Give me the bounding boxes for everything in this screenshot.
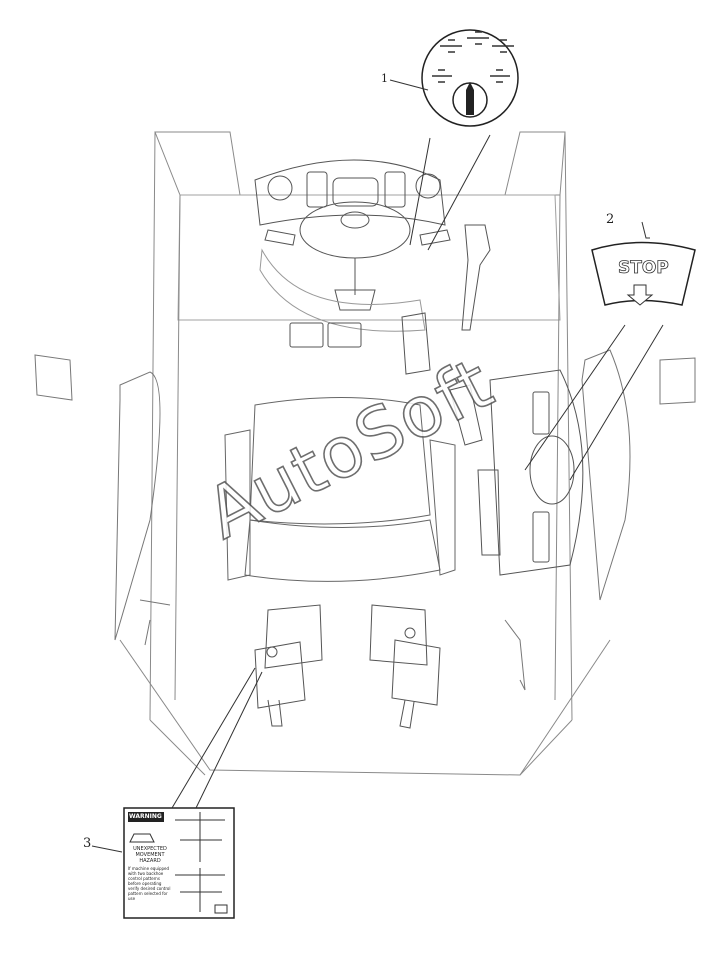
right-console [449, 369, 584, 576]
stop-decal-label: STOP [618, 258, 670, 279]
warning-decal-small-line: before operating [128, 881, 162, 886]
warning-decal-line: HAZARD [139, 858, 161, 864]
warning-decal-line: MOVEMENT [135, 852, 165, 858]
selector-switch-decal [389, 29, 519, 251]
warning-decal-small-line: with two backhoe [128, 871, 164, 876]
left-joystick [254, 604, 323, 727]
pedals [289, 224, 491, 375]
steering-wheel [259, 201, 451, 332]
warning-decal-instructions: If machine equipped with two backhoe con… [128, 866, 172, 901]
callout-number-1: 1 [381, 72, 388, 85]
side-panels [34, 349, 696, 641]
warning-decal-title: UNEXPECTED MOVEMENT HAZARD [128, 846, 172, 864]
warning-decal-line: UNEXPECTED [133, 846, 167, 852]
right-joystick [369, 604, 441, 729]
warning-decal-small-line: verify desired control [128, 886, 171, 891]
callout-number-3: 3 [83, 836, 92, 851]
warning-decal-small-line: pattern selected for [128, 891, 168, 896]
cab-frame [119, 131, 611, 776]
floor-levers [139, 599, 526, 691]
warning-decal-small-line: If machine equipped [128, 866, 170, 871]
operator-seat [224, 397, 456, 582]
warning-decal-header: WARNING [129, 813, 162, 820]
callout-number-2: 2 [606, 212, 615, 227]
dashboard [254, 159, 446, 226]
warning-decal-small-line: use [128, 896, 136, 901]
warning-decal [91, 667, 263, 919]
stop-decal [524, 221, 696, 481]
warning-decal-small-line: control patterns [128, 876, 160, 881]
